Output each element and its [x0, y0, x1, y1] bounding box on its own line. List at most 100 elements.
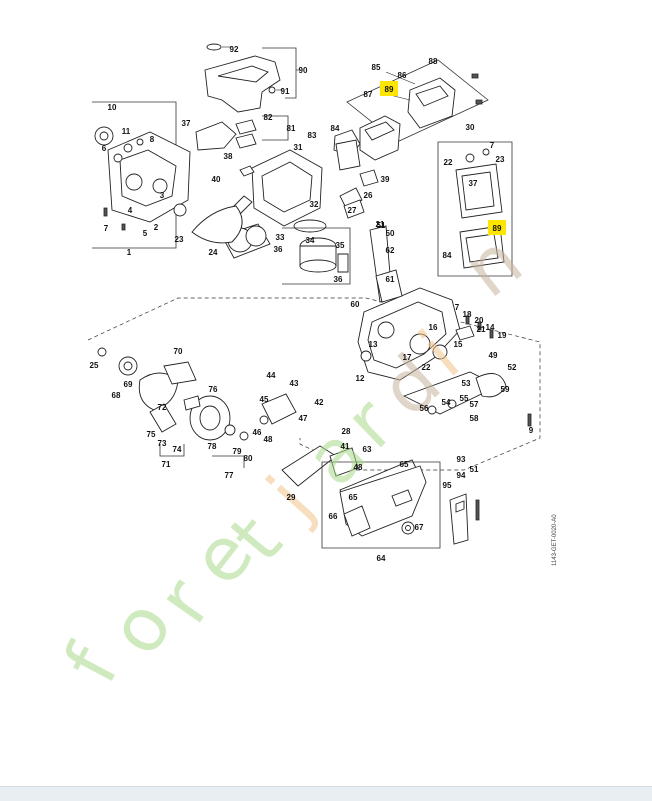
intake-assembly [195, 115, 379, 219]
part-label-3: 3 [160, 191, 165, 200]
cylinder-piston-assembly [239, 149, 351, 285]
part-label-47: 47 [299, 414, 308, 423]
part-label-37: 37 [182, 119, 191, 128]
highlight-layer [380, 81, 506, 235]
crankcase-left-assembly [92, 101, 191, 249]
part-label-16: 16 [429, 323, 438, 332]
part-label-80: 80 [244, 454, 253, 463]
part-label-45: 45 [260, 395, 269, 404]
part-label-86: 86 [398, 71, 407, 80]
part-label-84: 84 [443, 251, 452, 260]
part-label-69: 69 [124, 380, 133, 389]
part-label-93: 93 [457, 455, 466, 464]
part-label-22: 22 [422, 363, 431, 372]
part-label-87: 87 [364, 90, 373, 99]
part-label-19: 19 [498, 331, 507, 340]
part-label-40: 40 [212, 175, 221, 184]
part-label-2: 2 [154, 223, 159, 232]
part-label-35: 35 [336, 241, 345, 250]
part-label-88: 88 [429, 57, 438, 66]
part-label-51: 51 [470, 465, 479, 474]
part-label-85: 85 [372, 63, 381, 72]
part-label-51: 51 [377, 221, 386, 230]
part-label-33: 33 [276, 233, 285, 242]
part-label-17: 17 [403, 353, 412, 362]
part-label-21: 21 [477, 325, 486, 334]
part-label-54: 54 [442, 398, 451, 407]
part-label-71: 71 [162, 460, 171, 469]
part-label-7: 7 [455, 303, 460, 312]
part-label-61: 61 [386, 275, 395, 284]
part-label-49: 49 [489, 351, 498, 360]
part-label-84: 84 [331, 124, 340, 133]
part-label-78: 78 [208, 442, 217, 451]
part-label-53: 53 [462, 379, 471, 388]
part-label-94: 94 [457, 471, 466, 480]
part-label-66: 66 [329, 512, 338, 521]
part-label-6: 6 [102, 144, 107, 153]
crankcase-right-assembly [357, 225, 532, 427]
part-label-36: 36 [274, 245, 283, 254]
part-label-26: 26 [364, 191, 373, 200]
part-label-30: 30 [466, 123, 475, 132]
part-label-83: 83 [308, 131, 317, 140]
part-label-70: 70 [174, 347, 183, 356]
part-label-81: 81 [287, 124, 296, 133]
part-label-75: 75 [147, 430, 156, 439]
part-label-43: 43 [290, 379, 299, 388]
part-label-25: 25 [90, 361, 99, 370]
part-label-23: 23 [496, 155, 505, 164]
part-label-32: 32 [310, 200, 319, 209]
part-label-37: 37 [469, 179, 478, 188]
part-label-42: 42 [315, 398, 324, 407]
part-label-74: 74 [173, 445, 182, 454]
part-label-72: 72 [158, 403, 167, 412]
part-label-56: 56 [420, 404, 429, 413]
part-label-18: 18 [463, 310, 472, 319]
part-label-92: 92 [230, 45, 239, 54]
part-label-29: 29 [287, 493, 296, 502]
part-label-11: 11 [122, 127, 131, 136]
part-label-91: 91 [281, 87, 290, 96]
part-label-23: 23 [175, 235, 184, 244]
part-label-14: 14 [486, 323, 495, 332]
part-label-21: 21 [376, 220, 385, 229]
part-label-48: 48 [354, 463, 363, 472]
part-label-58: 58 [470, 414, 479, 423]
part-label-63: 63 [363, 445, 372, 454]
part-label-9: 9 [529, 426, 534, 435]
part-label-44: 44 [267, 371, 276, 380]
bottom-bar [0, 786, 652, 801]
part-label-13: 13 [369, 340, 378, 349]
part-label-28: 28 [342, 427, 351, 436]
part-label-89: 89 [493, 224, 502, 233]
part-label-15: 15 [454, 340, 463, 349]
part-label-55: 55 [460, 394, 469, 403]
part-label-67: 67 [415, 523, 424, 532]
highlight-89 [488, 220, 506, 235]
part-label-65: 65 [400, 460, 409, 469]
part-label-31: 31 [294, 143, 303, 152]
right-inset-box [437, 141, 513, 277]
part-label-46: 46 [253, 428, 262, 437]
part-label-4: 4 [128, 206, 133, 215]
part-label-68: 68 [112, 391, 121, 400]
part-label-27: 27 [348, 206, 357, 215]
crankshaft-assembly [191, 195, 271, 259]
part-label-5: 5 [143, 229, 148, 238]
part-label-38: 38 [224, 152, 233, 161]
part-label-59: 59 [501, 385, 510, 394]
part-label-77: 77 [225, 471, 234, 480]
part-label-8: 8 [150, 135, 155, 144]
sprocket-cover-box [321, 461, 441, 549]
highlight-89 [380, 81, 398, 96]
part-label-52: 52 [508, 363, 517, 372]
part-label-41: 41 [341, 442, 350, 451]
part-label-1: 1 [127, 248, 132, 257]
part-label-20: 20 [475, 316, 484, 325]
part-label-64: 64 [377, 554, 386, 563]
part-label-39: 39 [381, 175, 390, 184]
drawing-code: 1143-GET-0020-A0 [552, 514, 558, 566]
part-label-34: 34 [306, 236, 315, 245]
part-label-79: 79 [233, 447, 242, 456]
